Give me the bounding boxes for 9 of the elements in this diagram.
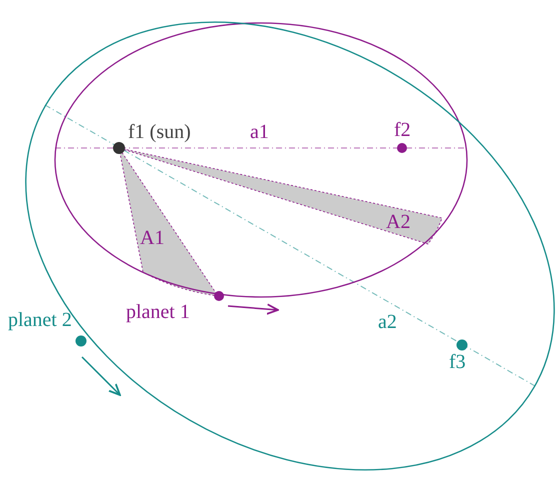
- area-label: A2: [386, 212, 410, 232]
- area-label: A1: [140, 228, 164, 248]
- focus-label: f3: [449, 352, 466, 372]
- focus-label: f2: [394, 120, 411, 140]
- planet-label: planet 1: [126, 302, 190, 322]
- focus-label: f1 (sun): [128, 122, 191, 142]
- axis-label: a2: [378, 312, 397, 332]
- planet-label: planet 2: [8, 310, 72, 330]
- axis-label: a1: [250, 122, 269, 142]
